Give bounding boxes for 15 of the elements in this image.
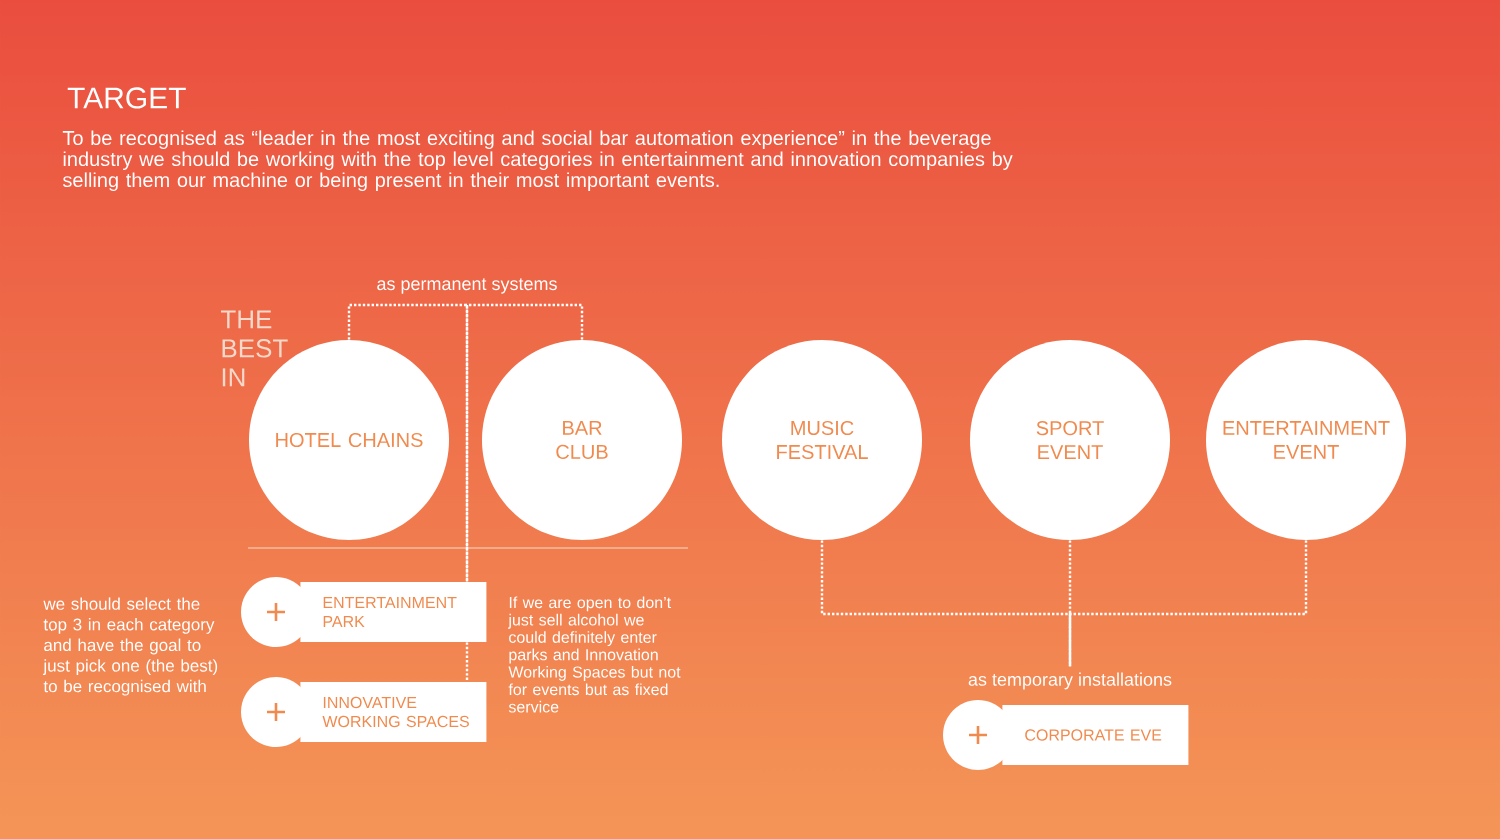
note: we should select the top 3 in each category and have the goal to just pick one (the best) to be recognised with xyxy=(43,597,218,696)
connector xyxy=(1068,540,1308,667)
connector xyxy=(347,303,469,582)
connector xyxy=(820,540,1072,667)
intro-paragraph: To be recognised as “leader in the most exciting and social bar automation experience” in the beverage industry we should be working with the top level categories in entertainment and innovation companies by selling them our machine or being present in their most important events. xyxy=(62,130,1013,192)
connector xyxy=(465,303,584,582)
edge-label: as permanent systems xyxy=(377,278,557,294)
category-card: CORPORATE EVE xyxy=(943,700,1189,770)
edge-label: as temporary installations xyxy=(968,672,1172,690)
category-card: ENTERTAINMENT PARK xyxy=(241,577,487,647)
connector xyxy=(465,642,469,682)
note: If we are open to don’t just sell alcohol we could definitely enter parks and Innovation Working Spaces but not for events but as fixed service xyxy=(508,596,681,713)
connector xyxy=(1068,540,1072,667)
category-card: INNOVATIVE WORKING SPACES xyxy=(241,677,487,747)
title: TARGET xyxy=(67,87,186,109)
